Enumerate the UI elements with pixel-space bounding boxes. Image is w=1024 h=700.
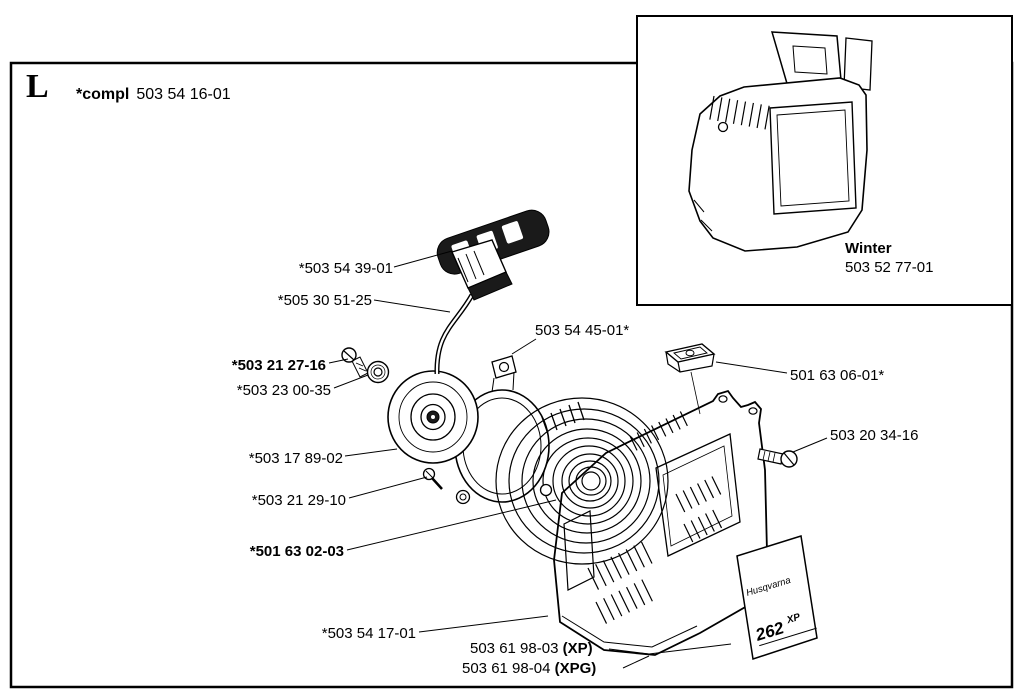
recoil-spring-drawing bbox=[495, 397, 669, 565]
part-variant: (XP) bbox=[562, 640, 593, 657]
page-border bbox=[9, 61, 1014, 689]
part-variant: (XPG) bbox=[554, 660, 597, 677]
housing-screw-drawing bbox=[757, 448, 798, 468]
part-label: *503 54 17-01 bbox=[321, 625, 416, 642]
part-label: *505 30 51-25 bbox=[277, 292, 372, 309]
part-label: *503 54 39-01 bbox=[298, 260, 393, 277]
part-label: *503 21 27-16 bbox=[231, 357, 326, 374]
part-label: 501 63 06-01* bbox=[790, 367, 885, 384]
starter-housing-drawing bbox=[553, 389, 768, 656]
starter-handle-drawing bbox=[434, 209, 550, 375]
cassette-screw-drawing bbox=[422, 467, 443, 490]
compl-prefix: *compl bbox=[76, 86, 130, 103]
part-label: *503 23 00-35 bbox=[236, 382, 331, 399]
part-label: 503 61 98-04 (XPG) bbox=[462, 660, 596, 677]
starter-rope bbox=[434, 293, 475, 375]
section-letter: L bbox=[26, 68, 49, 105]
part-label: *501 63 02-03 bbox=[249, 543, 344, 560]
part-label: *503 21 29-10 bbox=[251, 492, 346, 509]
part-label: 503 61 98-03 (XP) bbox=[470, 640, 593, 657]
decal-drawing: Husqvarna 262 XP bbox=[736, 535, 818, 660]
pulley-screw-drawing bbox=[341, 347, 369, 378]
leader-lines bbox=[328, 250, 828, 669]
washer-drawing bbox=[366, 360, 390, 384]
part-label: 503 20 34-16 bbox=[830, 427, 919, 444]
assembly-complete-label: *compl 503 54 16-01 bbox=[76, 86, 231, 104]
part-number: 503 61 98-04 bbox=[462, 660, 555, 677]
part-label: 503 54 45-01* bbox=[535, 322, 630, 339]
cap-part-drawing bbox=[664, 343, 716, 415]
winter-cover-drawing bbox=[688, 31, 873, 252]
inset-title: Winter bbox=[845, 240, 892, 257]
rope-pulley-drawing bbox=[387, 370, 479, 464]
inset-part-number: 503 52 77-01 bbox=[845, 259, 934, 276]
part-label: *503 17 89-02 bbox=[248, 450, 343, 467]
part-number: 503 61 98-03 bbox=[470, 640, 563, 657]
decal-model-suffix: XP bbox=[785, 612, 802, 627]
compl-part-number: 503 54 16-01 bbox=[136, 86, 231, 103]
